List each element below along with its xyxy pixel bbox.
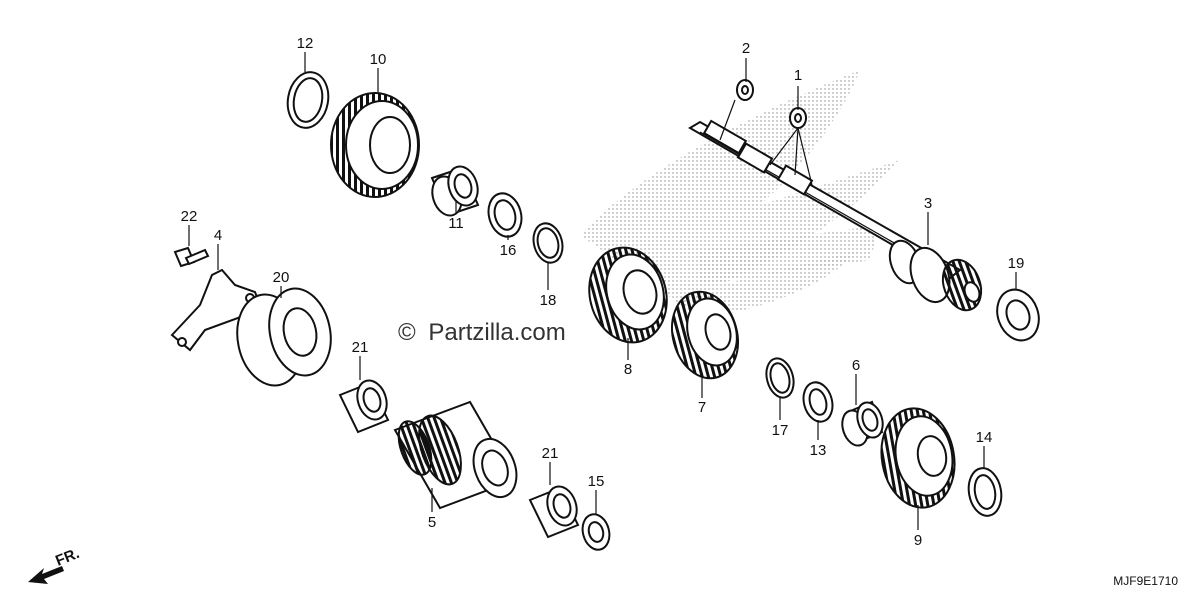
gear-part-9 [880,407,956,509]
callout-1[interactable]: 1 [794,67,802,84]
callout-labels: 1 2 3 4 5 6 7 8 9 10 11 12 13 14 15 16 1… [181,35,1025,549]
washer-part-15 [581,513,611,551]
gear-part-8 [588,246,668,344]
callout-21-lower[interactable]: 21 [542,445,559,462]
washer-part-13 [802,381,834,423]
leader-lines [188,52,1017,530]
callout-15[interactable]: 15 [588,473,605,490]
callout-12[interactable]: 12 [297,35,314,52]
callout-20[interactable]: 20 [273,269,290,286]
direction-label: FR. [53,545,82,570]
diagram-code: MJF9E1710 [1113,574,1178,588]
watermark-text: Partzilla.com [428,319,565,346]
callout-4[interactable]: 4 [214,227,222,244]
callout-8[interactable]: 8 [624,361,632,378]
callout-5[interactable]: 5 [428,514,436,531]
callout-7[interactable]: 7 [698,399,706,416]
callout-2[interactable]: 2 [742,40,750,57]
callout-10[interactable]: 10 [370,51,387,68]
circlip-part-2 [736,79,754,101]
partzilla-watermark: © Partzilla.com [398,319,566,346]
bushing-part-11 [430,165,480,217]
callout-3[interactable]: 3 [924,195,932,212]
svg-text:© Partzilla.com: © Partzilla.com [398,319,566,346]
washer-part-12 [286,71,330,129]
circlip-part-17 [765,357,795,399]
callout-21-upper[interactable]: 21 [352,339,369,356]
callout-22[interactable]: 22 [181,208,198,225]
bolt-part-22 [173,246,210,268]
washer-part-14 [967,467,1003,517]
washer-part-16 [487,192,523,238]
circlip-part-1 [789,107,807,129]
callout-19[interactable]: 19 [1008,255,1025,272]
callout-6[interactable]: 6 [852,357,860,374]
bushing-part-6 [841,400,884,447]
callout-16[interactable]: 16 [500,242,517,259]
callout-18[interactable]: 18 [540,292,557,309]
callout-9[interactable]: 9 [914,532,922,549]
needle-bearing-part-21-lower [528,485,580,539]
mainshaft [688,119,983,312]
callout-13[interactable]: 13 [810,442,827,459]
needle-bearing-part-21-upper [338,379,390,434]
gear-part-7 [671,290,739,380]
gear-part-10 [330,92,420,198]
bearing-part-19 [996,288,1040,342]
callout-11[interactable]: 11 [448,215,464,232]
callout-14[interactable]: 14 [976,429,993,446]
callout-17[interactable]: 17 [772,422,789,439]
circlip-part-18 [532,222,564,264]
countershaft-part-5 [393,400,518,510]
brand-wing-background [580,70,900,318]
copyright-symbol: © [398,319,416,346]
bearing-part-20 [236,287,332,387]
shaft-splines [702,119,814,196]
front-direction-indicator: FR. [28,545,82,584]
arrow-left-icon [28,566,64,584]
